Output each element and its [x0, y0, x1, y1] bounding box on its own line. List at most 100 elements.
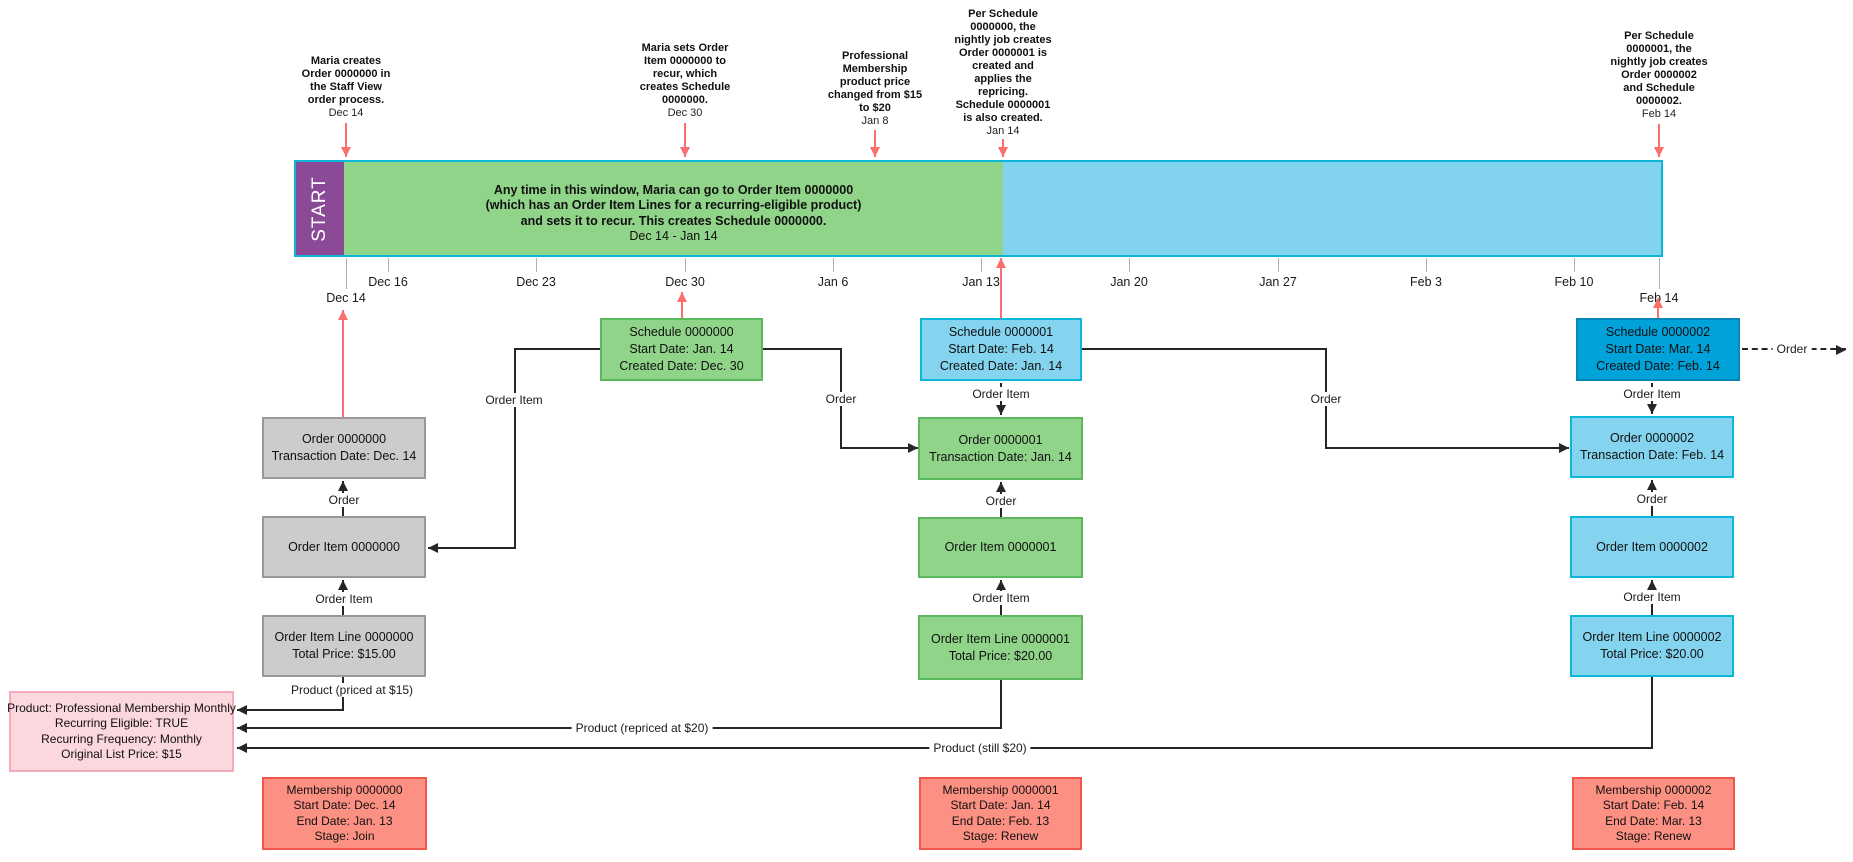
- node-line: Recurring Eligible: TRUE: [54, 716, 189, 730]
- edge-label-order-item: Order Item: [311, 592, 377, 606]
- node-line: Order Item Line 0000001: [931, 631, 1070, 646]
- node-line: Transaction Date: Dec. 14: [271, 449, 417, 463]
- connector-segment: [514, 348, 516, 549]
- edge-label-product-still: Product (still $20): [929, 741, 1031, 755]
- axis-date-label: Feb 10: [1554, 275, 1594, 289]
- event-arrow-up: [338, 310, 348, 417]
- arrowhead-up-icon: [996, 258, 1006, 268]
- axis-tick: [833, 258, 834, 272]
- axis-endline: [346, 258, 347, 289]
- annotation-nightly-job-1: Per Schedule 0000000, the nightly job cr…: [923, 8, 1083, 138]
- event-arrow-up: [677, 292, 687, 318]
- edge-label-order: Order: [1772, 342, 1812, 356]
- node-line: Stage: Join: [314, 829, 375, 843]
- node-line: Stage: Renew: [1615, 829, 1692, 843]
- edge-label-order-item: Order Item: [1619, 590, 1685, 604]
- connector-segment: [428, 543, 514, 553]
- connector-segment: [1082, 348, 1327, 350]
- node-line: Order Item 0000000: [288, 539, 400, 554]
- edge-label-order: Order: [1306, 392, 1346, 406]
- node-order-item-0000002: Order Item 0000002: [1570, 516, 1734, 578]
- node-line: End Date: Feb. 13: [951, 813, 1050, 828]
- node-line: Membership 0000001: [942, 782, 1059, 797]
- window-note: Any time in this window, Maria can go to…: [486, 183, 862, 245]
- arrowhead-left-icon: [237, 705, 247, 715]
- node-line: Order Item Line 0000000: [274, 630, 414, 644]
- arrowhead-up-icon: [338, 310, 348, 320]
- node-line: Order Item 0000002: [1596, 539, 1708, 554]
- arrowhead-down-icon: [341, 147, 351, 157]
- node-line: Order 0000001: [958, 432, 1043, 447]
- arrowhead-right-icon: [1559, 443, 1569, 453]
- node-line: Schedule 0000000: [629, 325, 734, 339]
- annotation-text: Per Schedule 0000000, the nightly job cr…: [954, 8, 1052, 124]
- arrowhead-right-icon: [908, 443, 918, 453]
- axis-date-label: Feb 3: [1410, 275, 1442, 289]
- axis-tick: [536, 258, 537, 272]
- arrowhead-down-icon: [1647, 404, 1657, 414]
- connector-segment: [840, 443, 918, 453]
- node-order-item-0000001: Order Item 0000001: [918, 517, 1083, 578]
- arrowhead-up-icon: [1647, 480, 1657, 490]
- node-line: Start Date: Mar. 14: [1605, 342, 1711, 356]
- node-line: Stage: Renew: [962, 829, 1039, 843]
- edge-label-product-priced: Product (priced at $15): [286, 683, 418, 697]
- annotation-item-recur: Maria sets Order Item 0000000 to recur, …: [605, 42, 765, 120]
- node-line: Created Date: Dec. 30: [619, 359, 744, 373]
- node-line: Membership 0000000: [286, 782, 403, 797]
- arrowhead-down-icon: [1654, 147, 1664, 157]
- arrowhead-up-icon: [996, 482, 1006, 492]
- node-line: Order Item Line 0000002: [1582, 630, 1722, 644]
- edge-label-order: Order: [821, 392, 861, 406]
- event-arrow-up: [996, 258, 1006, 318]
- arrowhead-down-icon: [680, 147, 690, 157]
- node-order-item-line-0000002: Order Item Line 0000002 Total Price: $20…: [1570, 615, 1734, 677]
- axis-tick: [981, 258, 982, 272]
- axis-tick: [685, 258, 686, 272]
- arrowhead-up-icon: [677, 292, 687, 302]
- node-line: Start Date: Dec. 14: [293, 798, 396, 812]
- edge-label-order-item: Order Item: [1619, 387, 1685, 401]
- axis-date-label: Jan 13: [962, 275, 1000, 289]
- arrowhead-left-icon: [237, 743, 247, 753]
- annotation-text: Professional Membership product price ch…: [827, 50, 923, 114]
- annotation-date: Dec 14: [328, 107, 364, 119]
- axis-date-label: Jan 6: [817, 275, 849, 289]
- node-line: Membership 0000002: [1595, 782, 1712, 797]
- start-label: START: [309, 175, 330, 242]
- node-membership-0000000: Membership 0000000 Start Date: Dec. 14 E…: [262, 777, 427, 850]
- arrowhead-down-icon: [998, 147, 1008, 157]
- node-line: Order 0000002: [1609, 431, 1695, 445]
- node-line: End Date: Jan. 13: [296, 813, 393, 828]
- connector-segment: [237, 705, 344, 715]
- edge-label-product-repriced: Product (repriced at $20): [571, 721, 713, 735]
- axis-tick: [1278, 258, 1279, 272]
- arrowhead-down-icon: [996, 405, 1006, 415]
- axis-endline: [1659, 258, 1660, 289]
- connector-segment: [1651, 677, 1653, 749]
- arrowhead-left-icon: [237, 723, 247, 733]
- node-line: Original List Price: $15: [61, 747, 182, 761]
- axis-date-label: Dec 23: [516, 275, 556, 289]
- event-arrow-down: [1654, 124, 1664, 157]
- node-line: Created Date: Feb. 14: [1596, 359, 1720, 373]
- edge-label-order: Order: [1632, 492, 1672, 506]
- node-line: Total Price: $20.00: [1600, 647, 1704, 661]
- node-membership-0000001: Membership 0000001 Start Date: Jan. 14 E…: [919, 777, 1082, 850]
- edge-label-order-item: Order Item: [968, 387, 1034, 401]
- event-arrow-down: [870, 130, 880, 157]
- node-line: Product: Professional Membership Monthly: [7, 700, 236, 715]
- node-line: Total Price: $20.00: [948, 648, 1053, 663]
- edge-label-order: Order: [324, 493, 364, 507]
- node-line: Start Date: Feb. 14: [948, 342, 1054, 356]
- node-order-item-line-0000000: Order Item Line 0000000 Total Price: $15…: [262, 615, 426, 677]
- annotation-date: Jan 8: [861, 115, 889, 127]
- timeline-start-block: START: [296, 162, 344, 255]
- arrowhead-up-icon: [1653, 298, 1663, 308]
- node-line: Schedule 0000002: [1605, 325, 1711, 339]
- connector-segment: [763, 348, 842, 350]
- axis-tick: [1129, 258, 1130, 272]
- node-line: Total Price: $15.00: [292, 647, 396, 661]
- edge-label-order-item: Order Item: [968, 591, 1034, 605]
